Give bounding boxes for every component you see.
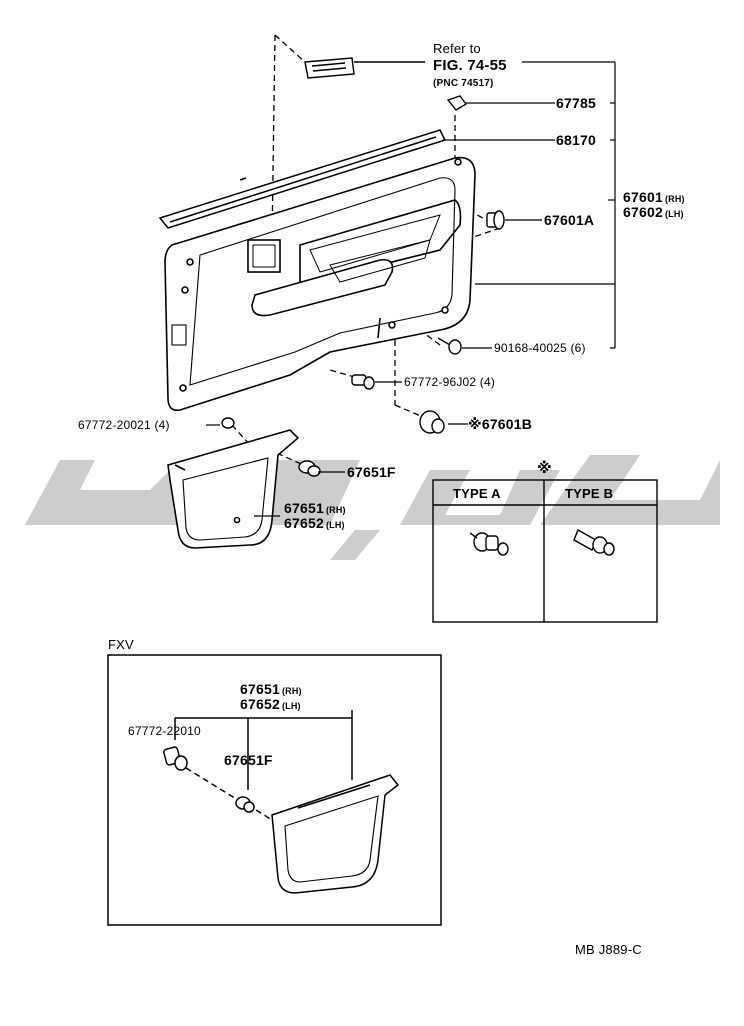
- fxv-label-67652-lh: (LH): [281, 701, 301, 711]
- label-67651-num: 67651: [284, 500, 324, 516]
- refer-label-plate: [304, 57, 425, 79]
- fxv-title: FXV: [108, 637, 134, 652]
- fxv-label-67652-num: 67652: [240, 696, 280, 712]
- fxv-label-67651: 67651(RH): [240, 681, 302, 699]
- label-67772-20021: 67772-20021 (4): [78, 418, 170, 432]
- label-67652-lh: (LH): [325, 520, 345, 530]
- refer-text-line2: FIG. 74-55: [433, 57, 507, 74]
- fxv-label-67651-num: 67651: [240, 681, 280, 697]
- label-67785: 67785: [556, 95, 596, 111]
- door-trim-board: [164, 156, 476, 412]
- lower-trim-panel: [167, 429, 300, 549]
- leader-lines: [206, 61, 616, 517]
- label-67652: 67652(LH): [284, 515, 345, 533]
- type-a-header: TYPE A: [453, 486, 501, 501]
- label-67601-rh: (RH): [664, 194, 685, 204]
- refer-text-line3: (PNC 74517): [433, 78, 494, 89]
- label-67601-num: 67601: [623, 189, 663, 205]
- label-67602: 67602(LH): [623, 204, 684, 222]
- label-67651: 67651(RH): [284, 500, 346, 518]
- fxv-label-67651-rh: (RH): [281, 686, 302, 696]
- fasteners: [221, 95, 505, 477]
- type-table: [432, 479, 658, 623]
- fxv-label-67652: 67652(LH): [240, 696, 301, 714]
- label-67651-rh: (RH): [325, 505, 346, 515]
- label-67601B: ※67601B: [468, 416, 532, 432]
- fxv-label-67772-22010: 67772-22010: [128, 724, 201, 738]
- label-90168-40025: 90168-40025 (6): [494, 341, 586, 355]
- fxv-inset: [107, 654, 442, 926]
- label-67602-lh: (LH): [664, 209, 684, 219]
- label-67602-num: 67602: [623, 204, 663, 220]
- label-67601B-mark: ※: [468, 416, 482, 432]
- label-67601B-num: 67601B: [481, 416, 533, 432]
- label-67601: 67601(RH): [623, 189, 685, 207]
- fxv-label-67651F: 67651F: [224, 752, 273, 768]
- refer-text-line1: Refer to: [433, 41, 481, 56]
- type-b-header: TYPE B: [565, 486, 614, 501]
- label-68170: 68170: [556, 132, 596, 148]
- label-67651F: 67651F: [347, 464, 396, 480]
- footer-code: MB J889-C: [575, 942, 642, 957]
- label-67652-num: 67652: [284, 515, 324, 531]
- type-table-mark: ※: [537, 460, 552, 477]
- label-67772-96J02: 67772-96J02 (4): [404, 375, 496, 389]
- label-67601A: 67601A: [544, 212, 595, 228]
